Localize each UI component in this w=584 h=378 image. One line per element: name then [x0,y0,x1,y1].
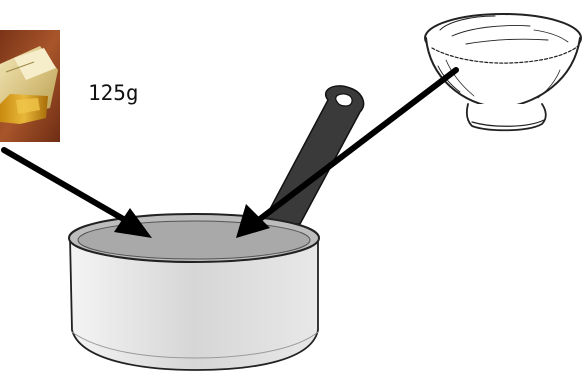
arrow-butter-to-pan [4,150,152,238]
butter-photo-icon [0,30,60,142]
butter-quantity-label: 125g [88,81,139,105]
saucepan-icon [69,214,319,370]
